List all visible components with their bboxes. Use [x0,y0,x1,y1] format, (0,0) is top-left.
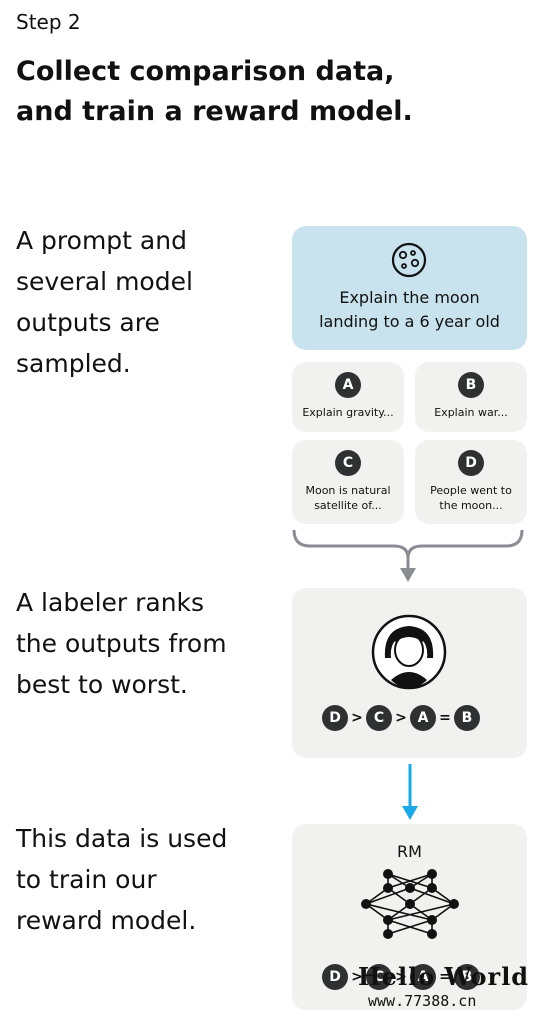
description-line: to train our [16,865,157,894]
rank-badge-b: B [454,705,480,731]
rank-badge-d: D [322,964,348,990]
output-text-b: Explain war... [434,406,508,419]
rank-operator: > [351,710,363,726]
person-icon [371,614,447,690]
ranking-row: D > C > A = B [322,705,502,731]
description-line: This data is used [16,824,228,853]
output-badge-d: D [458,450,484,476]
prompt-card [292,226,527,350]
output-line: the moon... [439,499,503,512]
description-line: best to worst. [16,670,188,699]
description-line: A prompt and [16,226,187,255]
merge-bracket-arrow [292,529,524,582]
rank-operator: > [351,969,363,985]
blue-arrow [402,764,418,820]
output-line: Moon is natural [305,484,391,497]
output-line: satellite of... [314,499,382,512]
rank-operator: = [439,969,451,985]
prompt-text: Explain the moon landing to a 6 year old [296,286,523,334]
description-line: several model [16,267,193,296]
output-badge-a: A [335,372,361,398]
rank-badge-b: B [454,964,480,990]
description-line: reward model. [16,906,197,935]
description-rank: A labeler ranks the outputs from best to… [16,582,227,705]
description-line: the outputs from [16,629,227,658]
rank-badge-d: D [322,705,348,731]
rm-ranking-row: D > C > A = B [322,964,502,990]
rank-operator: = [439,710,451,726]
description-train: This data is used to train our reward mo… [16,818,227,941]
rank-operator: > [395,969,407,985]
description-line: A labeler ranks [16,588,205,617]
rank-badge-c: C [366,705,392,731]
section-heading: Collect comparison data, and train a rew… [16,56,413,127]
prompt-line: landing to a 6 year old [319,312,500,331]
watermark-url: www.77388.cn [368,992,477,1010]
step-label: Step 2 [16,10,81,34]
output-text-d: People went to the moon... [415,483,527,513]
neural-network-icon [361,869,459,939]
rank-operator: > [395,710,407,726]
prompt-line: Explain the moon [339,288,480,307]
rank-badge-a: A [410,964,436,990]
watermark-title: Hello World [358,962,530,991]
output-text-c: Moon is natural satellite of... [292,483,404,513]
output-badge-b: B [458,372,484,398]
rank-badge-c: C [366,964,392,990]
description-line: outputs are [16,308,160,337]
output-text-a: Explain gravity... [302,406,394,419]
rank-badge-a: A [410,705,436,731]
output-line: People went to [430,484,512,497]
output-badge-c: C [335,450,361,476]
description-line: sampled. [16,349,131,378]
description-sample: A prompt and several model outputs are s… [16,220,193,384]
moon-icon [391,242,427,278]
rm-label: RM [397,842,422,861]
